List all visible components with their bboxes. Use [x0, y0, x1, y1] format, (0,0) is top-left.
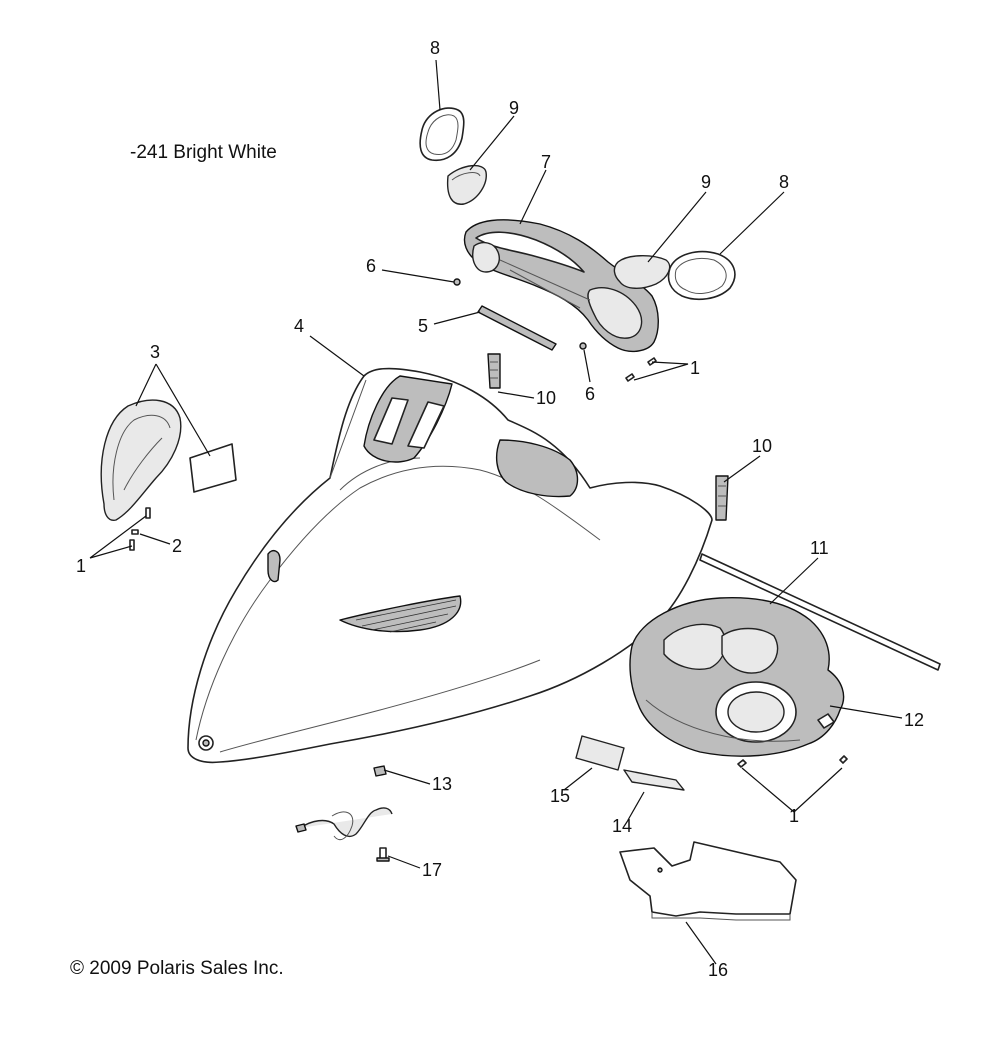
part-6-nut-upper — [453, 278, 461, 286]
callout-10-upper: 10 — [536, 388, 556, 408]
callout-3: 3 — [150, 342, 160, 362]
wiring-harness — [295, 807, 393, 841]
callout-1-lower-right: 1 — [789, 806, 799, 826]
callout-9-right: 9 — [701, 172, 711, 192]
part-1-rivets-upper-right — [625, 357, 657, 382]
callout-15: 15 — [550, 786, 570, 806]
copyright-note: © 2009 Polaris Sales Inc. — [70, 958, 284, 979]
part-10-clip-upper — [487, 353, 501, 389]
callout-1-left: 1 — [76, 556, 86, 576]
callout-6-upper: 6 — [366, 256, 376, 276]
callout-labels: 8 9 7 9 8 6 5 6 1 4 10 3 10 2 1 11 12 13… — [76, 38, 924, 980]
callout-8-right: 8 — [779, 172, 789, 192]
part-9-lens-left — [446, 165, 487, 205]
part-3-side-vent — [100, 399, 237, 521]
part-15-decal — [575, 735, 625, 771]
callout-9-left: 9 — [509, 98, 519, 118]
callout-1-upper-right: 1 — [690, 358, 700, 378]
callout-8-left: 8 — [430, 38, 440, 58]
callout-13: 13 — [432, 774, 452, 794]
callout-5: 5 — [418, 316, 428, 336]
part-1-rivets-lower-right — [737, 755, 848, 768]
callout-17: 17 — [422, 860, 442, 880]
part-6-nut-lower — [579, 342, 587, 350]
part-1-2-fasteners-left — [129, 507, 151, 551]
part-7-headlight-housing — [463, 219, 659, 353]
callout-12: 12 — [904, 710, 924, 730]
part-8-gasket-right — [667, 250, 736, 301]
callout-7: 7 — [541, 152, 551, 172]
part-14-decal — [623, 769, 685, 791]
part-17-screw — [376, 847, 390, 862]
leader-lines — [89, 59, 903, 965]
callout-6-lower: 6 — [585, 384, 595, 404]
callout-4: 4 — [294, 316, 304, 336]
part-4-hood — [187, 367, 713, 764]
part-12-console — [629, 596, 845, 757]
callout-16: 16 — [708, 960, 728, 980]
part-13-nut — [373, 765, 387, 777]
part-8-gasket-left — [419, 107, 465, 162]
part-9-lens-right — [613, 255, 671, 289]
callout-14: 14 — [612, 816, 632, 836]
part-11-trim-rod — [699, 553, 941, 671]
part-16-plate — [619, 841, 797, 921]
callout-10-right: 10 — [752, 436, 772, 456]
color-code-note: -241 Bright White — [130, 142, 277, 163]
part-10-clip-right — [715, 475, 729, 521]
callout-11: 11 — [810, 538, 829, 558]
callout-2: 2 — [172, 536, 182, 556]
part-5-trim-strip — [477, 305, 557, 351]
